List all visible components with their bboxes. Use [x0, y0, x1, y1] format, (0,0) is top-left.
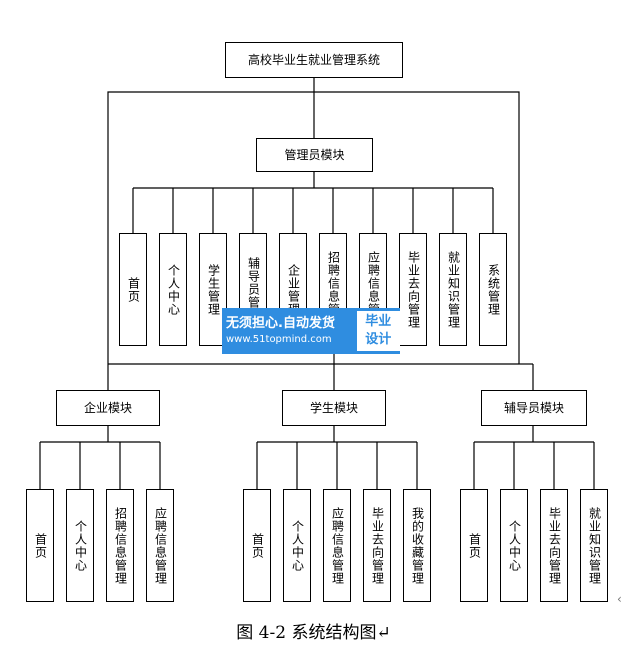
- admin-item-home: 首页: [119, 233, 147, 346]
- counselor-item-home: 首页: [460, 489, 488, 602]
- student-item-label: 我的收藏管理: [410, 506, 425, 585]
- counselor-module-node: 辅导员模块: [481, 390, 587, 426]
- enterprise-module-node: 企业模块: [56, 390, 160, 426]
- watermark-badge-line2: 设计: [365, 332, 392, 347]
- watermark-slogan: 无须担心.自动发货: [226, 316, 335, 331]
- watermark-url: www.51topmind.com: [226, 334, 332, 345]
- student-item-label: 毕业去向管理: [370, 506, 385, 585]
- student-item-label: 个人中心: [290, 519, 305, 572]
- enterprise-item-label: 招聘信息管理: [113, 506, 128, 585]
- admin-item-label: 就业知识管理: [446, 250, 461, 329]
- watermark-text-block: 无须担心.自动发货 www.51topmind.com: [222, 315, 355, 347]
- side-mark: ‹: [617, 592, 622, 606]
- student-item-label: 首页: [250, 532, 265, 559]
- counselor-item-label: 毕业去向管理: [547, 506, 562, 585]
- enterprise-item-recruitment: 招聘信息管理: [106, 489, 134, 602]
- admin-item-system: 系统管理: [479, 233, 507, 346]
- student-item-home: 首页: [243, 489, 271, 602]
- watermark-badge: 毕业 设计: [356, 311, 400, 351]
- admin-item-destinations: 毕业去向管理: [399, 233, 427, 346]
- admin-item-label: 个人中心: [166, 263, 181, 316]
- enterprise-item-label: 首页: [33, 532, 48, 559]
- admin-item-label: 企业管理: [286, 263, 301, 316]
- enterprise-item-label: 个人中心: [73, 519, 88, 572]
- root-node: 高校毕业生就业管理系统: [225, 42, 403, 78]
- student-item-favorites: 我的收藏管理: [403, 489, 431, 602]
- watermark-banner: 无须担心.自动发货 www.51topmind.com 毕业 设计: [222, 308, 400, 354]
- watermark-badge-line1: 毕业: [365, 314, 392, 329]
- admin-item-students: 学生管理: [199, 233, 227, 346]
- student-item-destinations: 毕业去向管理: [363, 489, 391, 602]
- figure-caption: 图 4-2 系统结构图↵: [236, 623, 391, 643]
- admin-item-knowledge: 就业知识管理: [439, 233, 467, 346]
- admin-module-node: 管理员模块: [256, 138, 373, 172]
- student-module-node: 学生模块: [282, 390, 386, 426]
- admin-item-label: 辅导员管理: [246, 257, 261, 322]
- admin-item-label: 系统管理: [486, 263, 501, 316]
- counselor-item-profile: 个人中心: [500, 489, 528, 602]
- admin-item-label: 学生管理: [206, 263, 221, 316]
- admin-item-label: 首页: [126, 276, 141, 303]
- enterprise-item-home: 首页: [26, 489, 54, 602]
- student-item-profile: 个人中心: [283, 489, 311, 602]
- counselor-item-label: 就业知识管理: [587, 506, 602, 585]
- student-item-applications: 应聘信息管理: [323, 489, 351, 602]
- counselor-item-knowledge: 就业知识管理: [580, 489, 608, 602]
- counselor-item-label: 首页: [467, 532, 482, 559]
- enterprise-item-profile: 个人中心: [66, 489, 94, 602]
- enterprise-item-label: 应聘信息管理: [153, 506, 168, 585]
- student-item-label: 应聘信息管理: [330, 506, 345, 585]
- admin-item-label: 毕业去向管理: [406, 250, 421, 329]
- counselor-item-destinations: 毕业去向管理: [540, 489, 568, 602]
- enterprise-item-applications: 应聘信息管理: [146, 489, 174, 602]
- admin-item-profile: 个人中心: [159, 233, 187, 346]
- counselor-item-label: 个人中心: [507, 519, 522, 572]
